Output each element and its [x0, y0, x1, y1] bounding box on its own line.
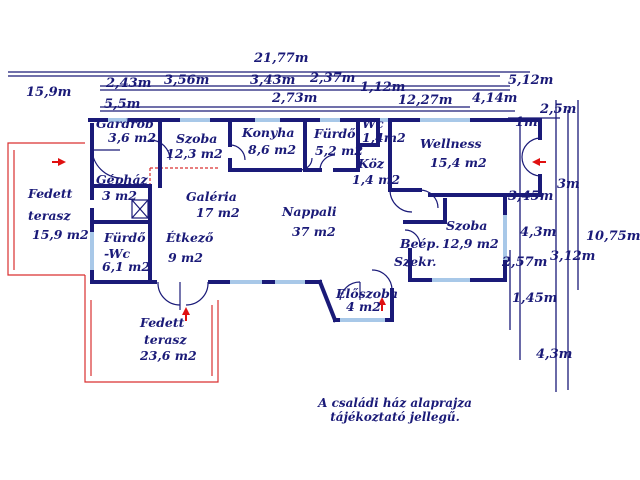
- dim-1m: 1m: [515, 115, 538, 130]
- room-koz-area: 1,4 m2: [352, 172, 401, 187]
- dim-2-57: 2,57m: [502, 255, 548, 270]
- room-szoba2-szekr: Szekr.: [394, 254, 437, 269]
- room-eloszoba-label: Előszoba: [336, 286, 398, 301]
- room-galeria-label: Galéria: [186, 189, 237, 204]
- room-wc-area: 1,4m2: [362, 130, 406, 145]
- room-koz-label: Köz: [358, 156, 385, 171]
- room-furdo1-area: 5,2 m2: [315, 143, 364, 158]
- room-furdo2-label: Fürdő: [104, 230, 146, 245]
- dim-middle: 2,73m: [272, 91, 318, 106]
- room-szoba2-label: Szoba: [446, 218, 488, 233]
- dim-gardrob: 2,43m: [106, 76, 152, 91]
- dim-3m: 3m: [557, 177, 580, 192]
- dimension-lines: [8, 71, 579, 392]
- dim-right-block: 12,27m: [398, 93, 453, 108]
- dim-3-45: 3,45m: [508, 189, 554, 204]
- room-eloszoba-area: 4 m2: [346, 299, 381, 314]
- room-nappali-area: 37 m2: [292, 224, 336, 239]
- dim-right-inner: 4,14m: [472, 91, 518, 106]
- room-furdo2-area: 6,1 m2: [102, 259, 151, 274]
- room-szoba1-area: 12,3 m2: [166, 146, 223, 161]
- plan-note-line2: tájékoztató jellegű.: [330, 410, 460, 425]
- plan-note: A családi ház alaprajza tájékoztató jell…: [300, 396, 490, 425]
- dim-left-block: 5,5m: [104, 97, 141, 112]
- room-wellness-label: Wellness: [420, 136, 482, 151]
- terrace2-label-b: terasz: [144, 332, 187, 347]
- room-furdo2-wc: -Wc: [104, 246, 131, 261]
- room-gardrob-area: 3,6 m2: [108, 130, 157, 145]
- room-etkezo-area: 9 m2: [168, 250, 203, 265]
- entry-arrows: [52, 158, 546, 321]
- doors: [91, 137, 541, 310]
- room-galeria-area: 17 m2: [196, 205, 240, 220]
- terrace2-area: 23,6 m2: [140, 348, 197, 363]
- terrace1-label-a: Fedett: [28, 186, 73, 201]
- dim-konyha: 3,43m: [250, 73, 296, 88]
- dim-total-depth: 10,75m: [586, 229, 640, 244]
- room-szoba2-beep: Beép.: [400, 236, 440, 251]
- plan-note-line1: A családi ház alaprajza: [318, 396, 472, 410]
- room-szoba1-label: Szoba: [176, 131, 218, 146]
- room-gephaz-area: 3 m2: [102, 188, 137, 203]
- dim-total-width: 21,77m: [254, 51, 309, 66]
- terrace2-label-a: Fedett: [140, 315, 185, 330]
- dim-szoba: 3,56m: [164, 73, 210, 88]
- room-konyha-label: Konyha: [242, 125, 295, 140]
- terrace1-label-b: terasz: [28, 208, 71, 223]
- dim-corner: 2,5m: [540, 102, 577, 117]
- room-konyha-area: 8,6 m2: [248, 142, 297, 157]
- room-etkezo-label: Étkező: [166, 230, 214, 245]
- room-nappali-label: Nappali: [282, 204, 337, 219]
- terrace1-area: 15,9 m2: [32, 227, 89, 242]
- dim-1-45: 1,45m: [512, 291, 558, 306]
- dim-3-12: 3,12m: [550, 249, 596, 264]
- room-wellness-area: 15,4 m2: [430, 155, 487, 170]
- room-gardrob-label: Gardrób: [96, 116, 154, 131]
- dim-wc: 1,12m: [360, 80, 406, 95]
- dim-4-3-upper: 4,3m: [520, 225, 557, 240]
- dim-furdo: 2,37m: [310, 71, 356, 86]
- dim-4-3-lower: 4,3m: [536, 347, 573, 362]
- terraces: [7, 142, 220, 383]
- dim-wellness: 5,12m: [508, 73, 554, 88]
- room-szoba2-area: 12,9 m2: [442, 236, 499, 251]
- windows: [90, 118, 507, 322]
- room-furdo1-label: Fürdő: [314, 126, 356, 141]
- dim-left-width: 15,9m: [26, 85, 72, 100]
- room-gephaz-label: Gépház: [96, 172, 148, 187]
- room-wc-label: Wc: [362, 116, 384, 131]
